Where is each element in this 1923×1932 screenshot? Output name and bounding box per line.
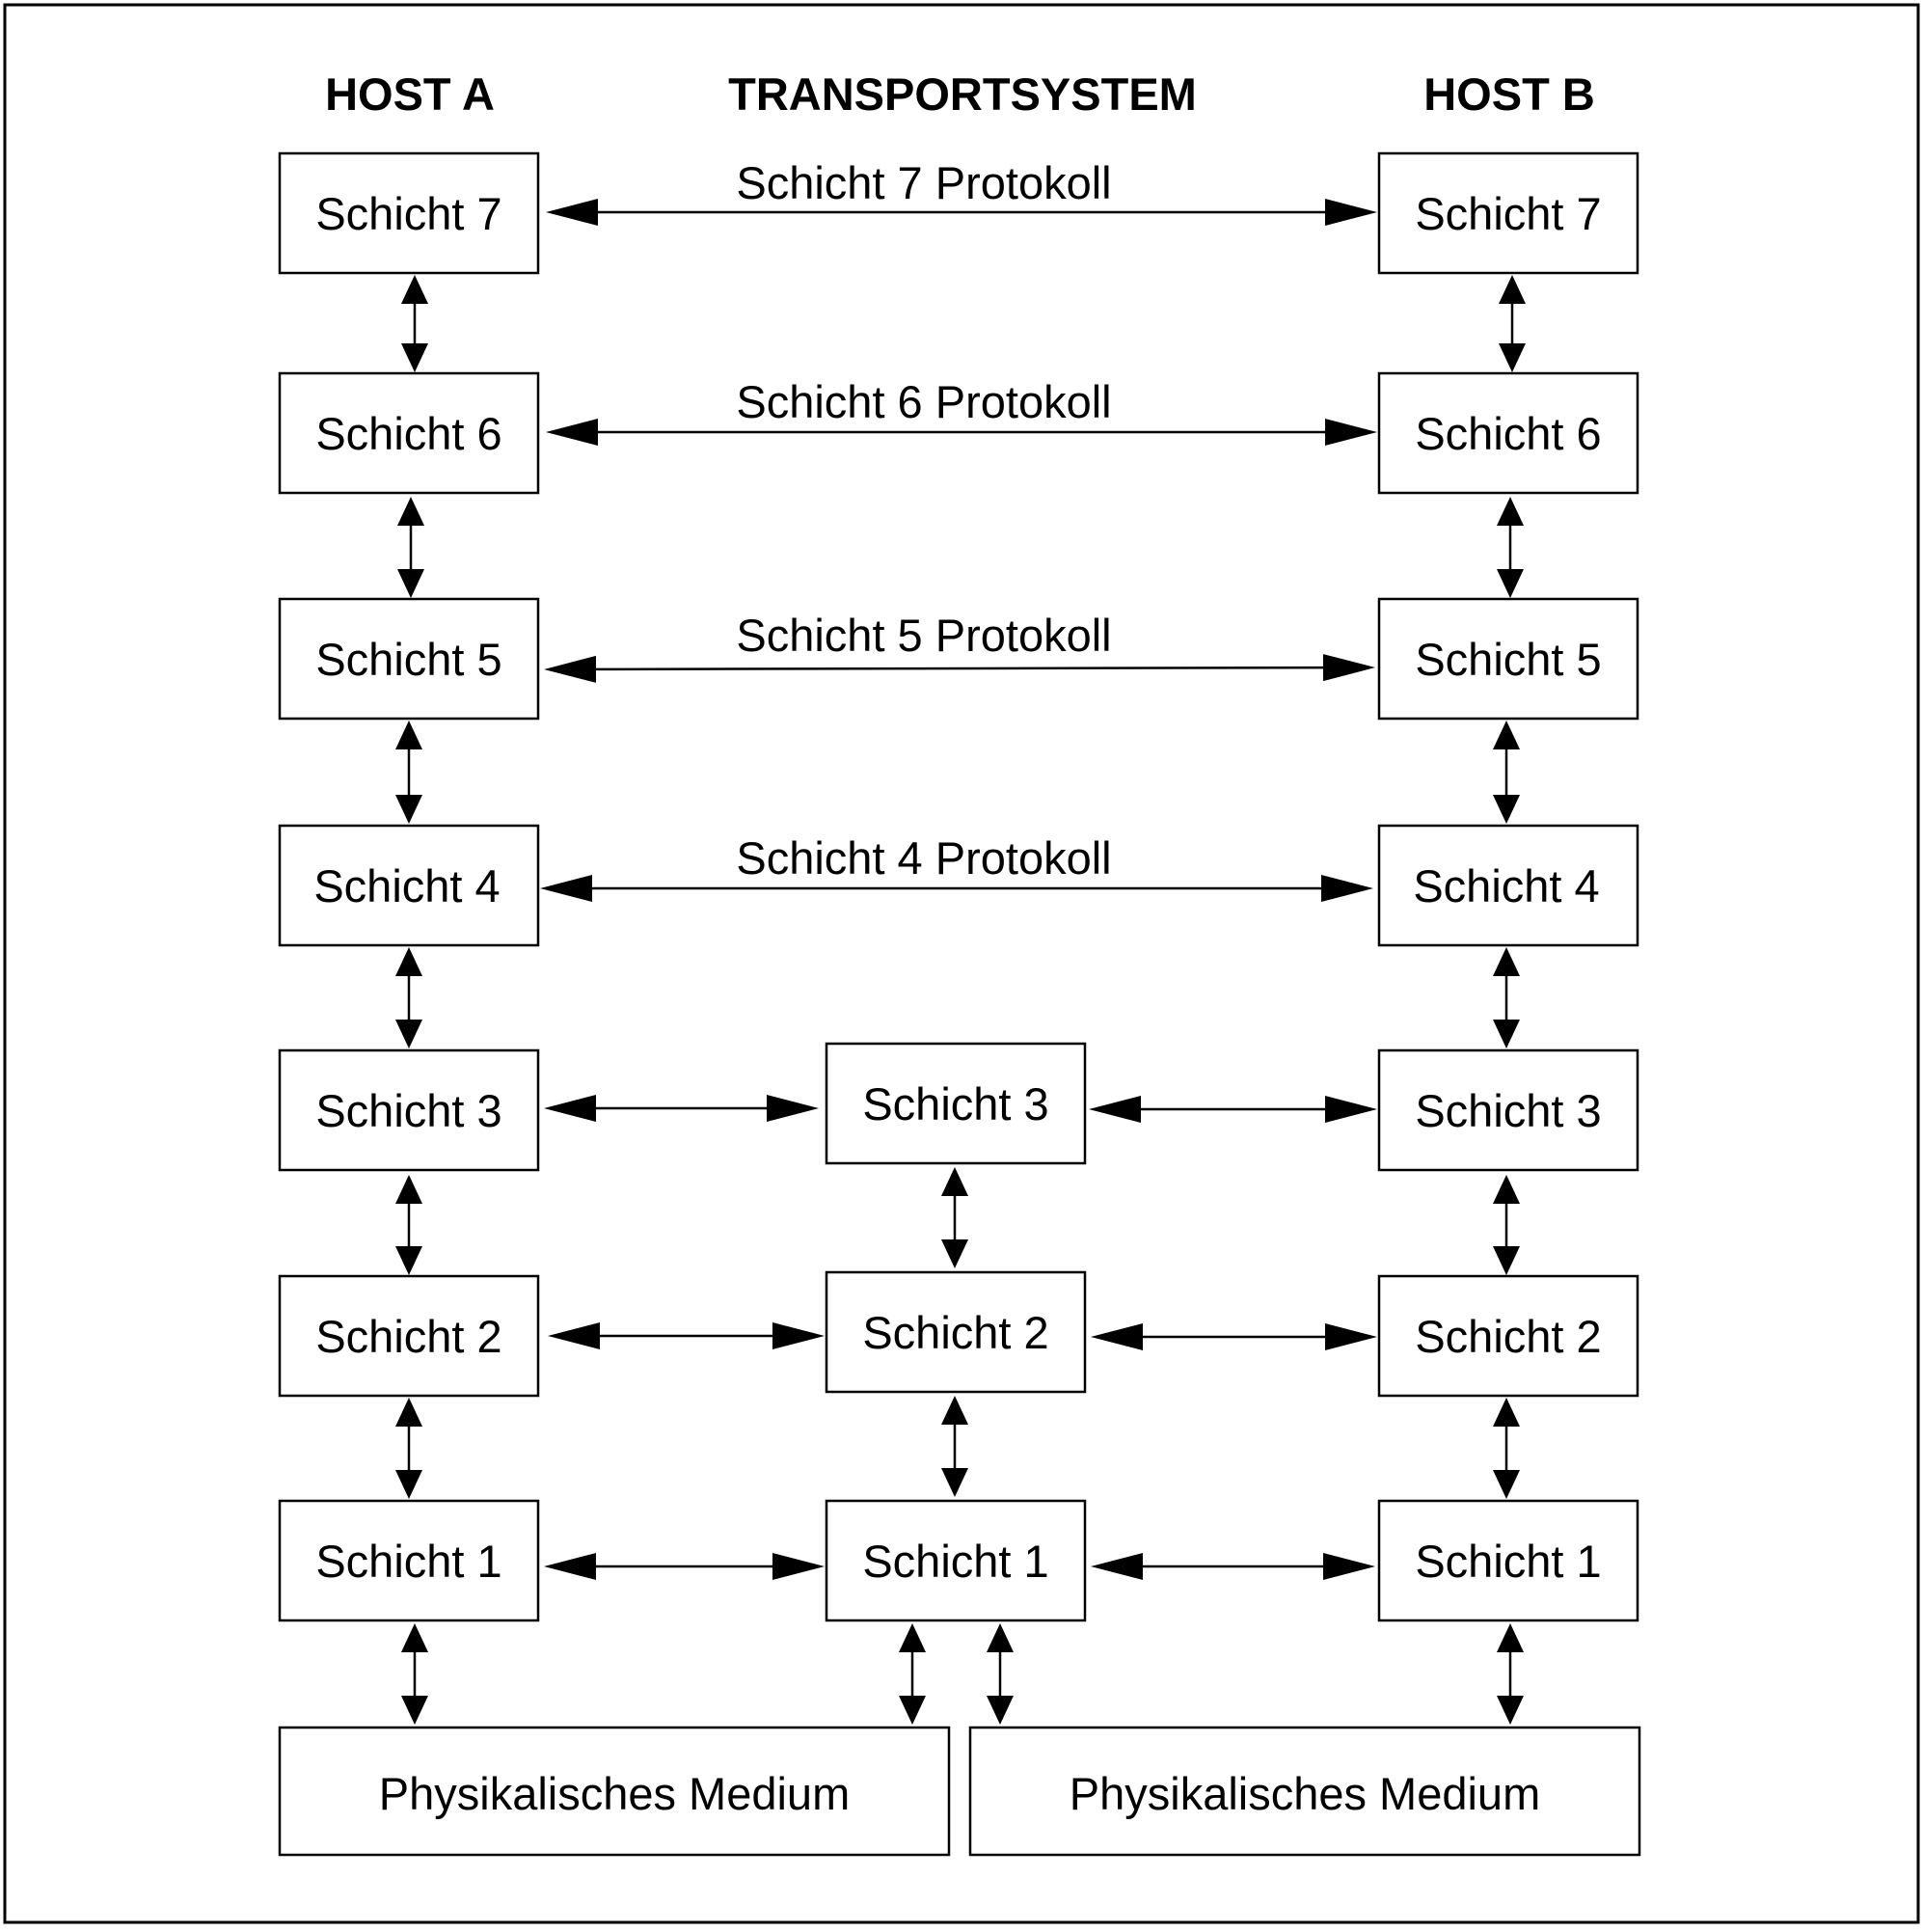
physical-medium-right-label: Physikalisches Medium: [1070, 1768, 1540, 1819]
link-t2-b2: [1091, 1323, 1377, 1350]
host-a-layer-4-label: Schicht 4: [313, 860, 500, 912]
host-a-layer-5-label: Schicht 5: [315, 634, 501, 685]
header-host-b: HOST B: [1423, 68, 1595, 120]
header-host-a: HOST A: [325, 68, 495, 120]
host-b-vertical-arrow-4: [1493, 947, 1520, 1048]
host-a-layer-6: Schicht 6: [278, 371, 540, 495]
host-b-layer-1-label: Schicht 1: [1415, 1536, 1601, 1587]
host-b-layer-6: Schicht 6: [1377, 371, 1639, 495]
host-b-layer-5-label: Schicht 5: [1415, 634, 1601, 685]
link-a3-t3: [544, 1095, 819, 1122]
protocol-label-5: Schicht 5 Protokoll: [736, 610, 1111, 661]
host-a-layer-3-label: Schicht 3: [315, 1085, 501, 1136]
host-a-vertical-arrow-1: [401, 275, 428, 372]
transport-vertical-arrow-3-2: [941, 1167, 968, 1268]
host-a-layer-1-label: Schicht 1: [315, 1536, 501, 1587]
link-a1-t1: [544, 1553, 825, 1580]
host-b-layer-5: Schicht 5: [1377, 597, 1639, 721]
transport-layer-3: Schicht 3: [825, 1042, 1087, 1165]
link-t1-b1: [1091, 1553, 1375, 1580]
host-a-layer-2: Schicht 2: [278, 1274, 540, 1398]
transport-layer-2: Schicht 2: [825, 1270, 1087, 1394]
link-t3-b3: [1089, 1096, 1377, 1123]
transport-layer-2-label: Schicht 2: [862, 1307, 1048, 1358]
outer-frame: [3, 3, 1920, 1924]
transport-vertical-arrow-2-1: [941, 1396, 968, 1497]
protocol-arrow-7: [546, 199, 1377, 226]
arrows-layer: [395, 199, 1526, 1725]
host-b-vertical-arrow-6: [1493, 1398, 1520, 1499]
protocol-label-4: Schicht 4 Protokoll: [736, 832, 1111, 884]
host-b-layer-7-label: Schicht 7: [1415, 188, 1601, 239]
host-a-layer-6-label: Schicht 6: [315, 408, 501, 459]
host-a-vertical-arrow-4: [395, 947, 422, 1048]
physical-medium-left-label: Physikalisches Medium: [379, 1768, 850, 1819]
protocol-label-7: Schicht 7 Protokoll: [736, 157, 1111, 208]
transport-to-medium-left-arrow: [899, 1623, 926, 1725]
host-b-layer-2: Schicht 2: [1377, 1274, 1639, 1398]
link-a2-t2: [548, 1322, 825, 1349]
transport-column: Schicht 3 Schicht 2 Schicht 1: [825, 1042, 1087, 1622]
transport-layer-3-label: Schicht 3: [862, 1078, 1048, 1129]
host-a-layer-7: Schicht 7: [278, 151, 540, 275]
host-b-layer-3: Schicht 3: [1377, 1048, 1639, 1172]
host-b-vertical-arrow-2: [1497, 497, 1524, 598]
protocol-arrow-4: [540, 875, 1373, 902]
host-a-layer-3: Schicht 3: [278, 1048, 540, 1172]
protocol-arrow-6: [546, 419, 1377, 446]
host-a-layer-4: Schicht 4: [278, 824, 540, 947]
host-b-layer-2-label: Schicht 2: [1415, 1311, 1601, 1362]
host-b-layer-1: Schicht 1: [1377, 1499, 1639, 1622]
host-a-vertical-arrow-7: [401, 1623, 428, 1725]
host-a-column: Schicht 7 Schicht 6 Schicht 5 Schicht 4 …: [278, 151, 540, 1622]
host-b-vertical-arrow-1: [1499, 275, 1526, 372]
host-b-vertical-arrow-5: [1493, 1175, 1520, 1275]
host-a-layer-1: Schicht 1: [278, 1499, 540, 1622]
host-a-layer-5: Schicht 5: [278, 597, 540, 721]
header-transportsystem: TRANSPORTSYSTEM: [728, 68, 1197, 120]
protocol-label-6: Schicht 6 Protokoll: [736, 376, 1111, 427]
transport-to-medium-right-arrow: [987, 1623, 1014, 1725]
host-a-vertical-arrow-3: [395, 721, 422, 824]
host-b-vertical-arrow-3: [1493, 721, 1520, 824]
host-b-vertical-arrow-7: [1497, 1623, 1524, 1725]
host-a-vertical-arrow-6: [395, 1398, 422, 1499]
transport-layer-1: Schicht 1: [825, 1499, 1087, 1622]
host-a-vertical-arrow-2: [397, 497, 424, 598]
physical-medium-right: Physikalisches Medium: [968, 1726, 1641, 1857]
transport-layer-1-label: Schicht 1: [862, 1536, 1048, 1587]
host-b-layer-4-label: Schicht 4: [1413, 860, 1599, 912]
host-b-layer-6-label: Schicht 6: [1415, 408, 1601, 459]
host-a-layer-2-label: Schicht 2: [315, 1311, 501, 1362]
host-a-vertical-arrow-5: [395, 1175, 422, 1275]
physical-medium-left: Physikalisches Medium: [278, 1726, 951, 1857]
protocol-arrow-5: [544, 654, 1375, 683]
host-b-layer-7: Schicht 7: [1377, 151, 1639, 275]
host-a-layer-7-label: Schicht 7: [315, 188, 501, 239]
host-b-layer-4: Schicht 4: [1377, 824, 1639, 947]
host-b-layer-3-label: Schicht 3: [1415, 1085, 1601, 1136]
host-b-column: Schicht 7 Schicht 6 Schicht 5 Schicht 4 …: [1377, 151, 1639, 1622]
